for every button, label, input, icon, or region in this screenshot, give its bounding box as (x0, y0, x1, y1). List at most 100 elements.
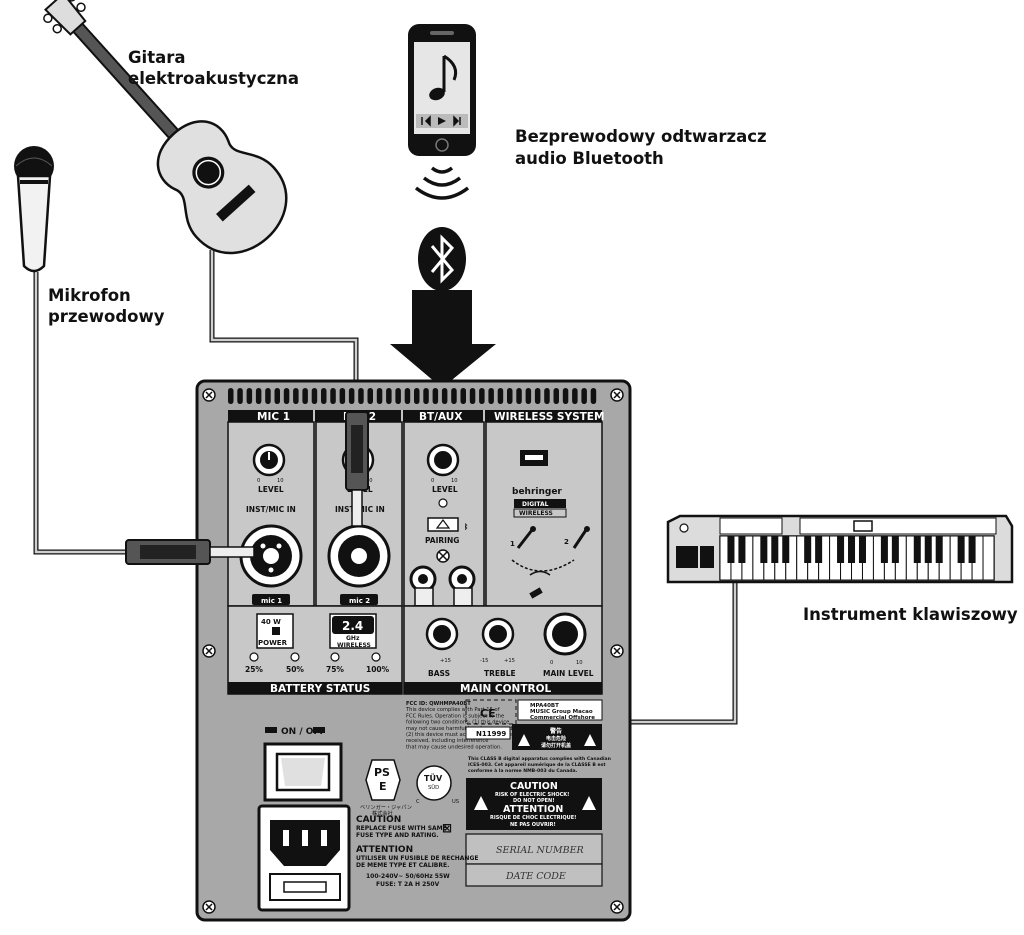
frequency-wireless-label: WIRELESS (337, 642, 371, 649)
compliance-code: N11999 (476, 730, 506, 738)
btaux-level-label: LEVEL (432, 485, 458, 494)
next-icon (453, 115, 461, 127)
fuse-attention-title: ATTENTION (356, 845, 413, 855)
fuse-spec: FUSE: T 2A H 250V (376, 881, 440, 888)
fcc-line: This device complies with Part 15 of (405, 707, 500, 713)
frequency-value: 2.4 (342, 619, 363, 633)
aux-rca-right-jack[interactable] (448, 565, 476, 593)
power-label: POWER (258, 639, 288, 647)
svg-text:PS: PS (374, 766, 390, 779)
caution-box (466, 778, 602, 830)
wireless-channel-2: 2 (564, 538, 569, 546)
model-number: MPA40BT (530, 703, 559, 709)
screw-icon (610, 644, 624, 658)
guitar-jack-plug (345, 411, 369, 527)
close-circle-icon (436, 549, 450, 563)
fuse-attention-line-1: UTILISER UN FUSIBLE DE RECHANGE (356, 855, 478, 862)
pairing-triangle-icon (435, 519, 451, 529)
mic-jack-plug (125, 539, 255, 565)
wireless-channel-1: 1 (510, 540, 515, 548)
attention-title: ATTENTION (503, 804, 563, 815)
guitar-callout-line-2: elektroakustyczna (128, 69, 299, 88)
treble-scale-max: +15 (504, 658, 515, 664)
main-control-label: MAIN CONTROL (460, 683, 552, 695)
warning-cn-2: 电击危险 (546, 735, 567, 742)
shock-warning-icon (474, 796, 488, 810)
fcc-line: following two conditions: (1) this devic… (406, 720, 509, 726)
tuv-sub-label: SÜD (428, 784, 439, 791)
section-btaux-label: BT/AUX (419, 411, 462, 423)
battery-75: 75% (326, 665, 344, 674)
battery-50: 50% (286, 665, 304, 674)
tuv-us-label: US (452, 799, 459, 805)
mic2-scale-max: 10 (366, 478, 373, 484)
brand-logo: behringer (512, 487, 562, 497)
microphone-callout-line-1: Mikrofon (48, 286, 131, 305)
caution-line-1: RISK OF ELECTRIC SHOCK! (495, 792, 569, 798)
pairing-label: PAIRING (425, 536, 459, 545)
power-switch-label: ON / OFF (281, 727, 326, 737)
pse-company-jp: ベリンガー・ジャパン (360, 803, 412, 811)
fcc-line: may not cause harmful interference, and (406, 726, 512, 732)
down-arrow-icon (390, 290, 496, 388)
bass-scale-max: +15 (440, 658, 451, 664)
pairing-button[interactable] (427, 517, 459, 532)
fuse-caution-title: CAUTION (356, 815, 401, 825)
panel-screws (202, 388, 624, 914)
fuse-caution-line-1: REPLACE FUSE WITH SAME (356, 825, 447, 832)
power-inlet[interactable] (257, 804, 351, 912)
attention-line-2: NE PAS OUVRIR! (510, 822, 556, 828)
date-code-label: DATE CODE (505, 871, 566, 882)
battery-led (290, 652, 300, 662)
battery-100: 100% (366, 665, 390, 674)
fuse-caution-line-2: FUSE TYPE AND RATING. (356, 832, 439, 839)
bass-knob[interactable] (425, 617, 459, 651)
main-scale-min: 0 (550, 660, 553, 666)
bluetooth-small-icon: ᛒ (464, 523, 468, 531)
btaux-level-knob[interactable] (426, 443, 460, 477)
guitar-icon (43, 0, 288, 255)
ce-mark: CE (480, 707, 496, 720)
caution-title: CAUTION (510, 781, 558, 792)
battery-led (330, 652, 340, 662)
ventilation-slots (228, 388, 597, 404)
off-indicator-icon (313, 727, 325, 733)
keyboard-callout: Instrument klawiszowy (803, 605, 1018, 624)
pse-mark-icon: PS E (365, 759, 401, 801)
tuv-mark-icon: TÜV SÜD (416, 765, 452, 801)
btaux-scale-min: 0 (431, 478, 434, 484)
ices-line: ICES-003. Cet appareil numérique de la C… (468, 761, 606, 768)
battery-leds (249, 652, 381, 662)
power-switch[interactable] (263, 742, 343, 802)
power-spec: 100-240V~ 50/60Hz 55W (366, 873, 450, 880)
mic1-level-label: LEVEL (258, 485, 284, 494)
mic1-level-knob[interactable] (252, 443, 286, 477)
tuv-label: TÜV (424, 773, 443, 783)
wireless-word-label: WIRELESS (519, 510, 553, 517)
pse-company-jp-2: 株式会社 (372, 809, 393, 817)
ices-line: conforme à la norme NMB-003 du Canada. (468, 767, 578, 774)
previous-icon (421, 115, 431, 127)
attention-line-1: RISQUE DE CHOC ELECTRIQUE! (490, 815, 576, 821)
main-level-knob[interactable] (543, 612, 587, 656)
date-code-box (465, 863, 603, 887)
caution-line-2: DO NOT OPEN! (513, 798, 555, 804)
frequency-unit: GHz (346, 635, 360, 642)
battery-led (249, 652, 259, 662)
mic2-combo-jack[interactable] (327, 524, 391, 588)
treble-knob[interactable] (481, 617, 515, 651)
battery-icon (272, 627, 280, 635)
screw-icon (610, 388, 624, 402)
manufacturer-line-2: Commercial Offshore (530, 715, 595, 721)
speaker-rear-panel: MIC 1 MIC 2 BT/AUX WIRELESS SYSTEM 0 10 … (125, 379, 632, 922)
guitar-callout-line-1: Gitara (128, 48, 186, 67)
on-indicator-icon (265, 727, 277, 733)
mic1-scale-max: 10 (277, 478, 284, 484)
warning-cn-3: 请勿打开机盖 (541, 742, 571, 749)
mic1-badge-label: mic 1 (261, 597, 282, 605)
receiver-signal-icon (529, 570, 551, 576)
fcc-line: that may cause undesired operation. (406, 744, 502, 750)
